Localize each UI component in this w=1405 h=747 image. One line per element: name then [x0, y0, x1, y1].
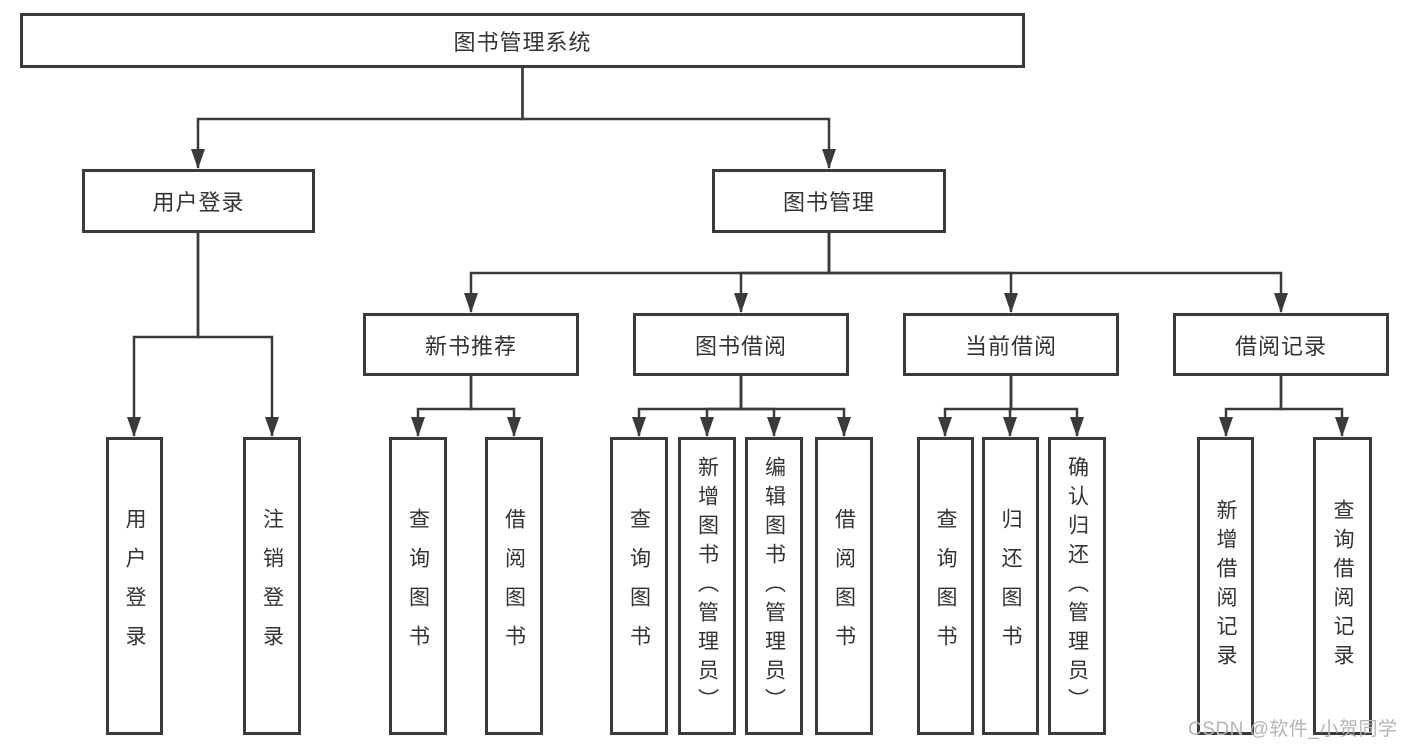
leaf-label: 新增借阅记录 [1214, 499, 1237, 673]
leaf-label: 查询图书 [934, 508, 957, 664]
leaf-label: 归还图书 [999, 508, 1022, 664]
csdn-watermark: CSDN @软件_小贺同学 [1188, 719, 1398, 740]
node-book-management: 图书管理 [712, 169, 946, 233]
leaf-borrow-books: 借阅图书 [815, 437, 873, 735]
leaf-query-books: 查询图书 [917, 437, 974, 735]
node-borrowing-records: 借阅记录 [1173, 313, 1389, 376]
leaf-label: 用户登录 [123, 508, 146, 664]
leaf-label: 查询图书 [406, 508, 430, 664]
leaf-add-books-admin: 新增图书（管理员） [678, 437, 736, 735]
leaf-borrow-books: 借阅图书 [485, 437, 543, 735]
leaf-logout: 注销登录 [243, 437, 301, 735]
leaf-label: 新增图书（管理员） [695, 455, 719, 717]
node-new-book-recommend: 新书推荐 [363, 313, 579, 376]
leaf-confirm-return-admin: 确认归还（管理员） [1048, 437, 1106, 735]
leaf-query-books: 查询图书 [610, 437, 668, 735]
leaf-label: 查询借阅记录 [1331, 499, 1354, 673]
leaf-query-borrow-record: 查询借阅记录 [1313, 437, 1372, 735]
leaf-label: 编辑图书（管理员） [762, 455, 786, 717]
leaf-add-borrow-record: 新增借阅记录 [1197, 437, 1254, 735]
node-current-borrowing: 当前借阅 [903, 313, 1119, 376]
leaf-edit-books-admin: 编辑图书（管理员） [745, 437, 803, 735]
leaf-label: 查询图书 [627, 508, 651, 664]
leaf-label: 确认归还（管理员） [1065, 455, 1089, 717]
node-book-borrowing: 图书借阅 [633, 313, 849, 376]
leaf-return-books: 归还图书 [982, 437, 1039, 735]
leaf-label: 借阅图书 [502, 508, 526, 664]
leaf-query-books: 查询图书 [389, 437, 447, 735]
leaf-label: 借阅图书 [832, 508, 856, 664]
leaf-label: 注销登录 [260, 508, 284, 664]
node-library-system: 图书管理系统 [20, 13, 1025, 68]
node-user-login: 用户登录 [82, 169, 315, 233]
leaf-user-login: 用户登录 [106, 437, 163, 735]
